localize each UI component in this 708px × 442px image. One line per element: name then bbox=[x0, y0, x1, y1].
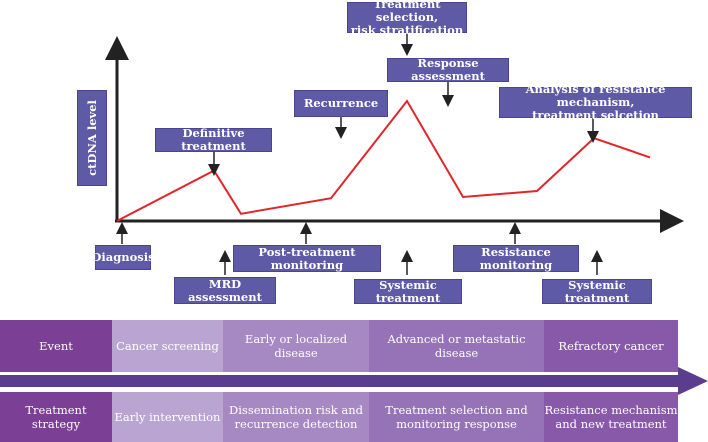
event-cell: Refractory cancer bbox=[544, 320, 678, 372]
strategy-cell: Resistance mechanism and new treatment bbox=[544, 392, 678, 442]
strategy-cell: Early intervention bbox=[112, 392, 223, 442]
label-post-treatment-monitoring: Post-treatment monitoring bbox=[233, 245, 381, 272]
label-definitive-treatment: Definitive treatment bbox=[155, 127, 272, 153]
label-response-assessment: Response assessment bbox=[387, 57, 509, 83]
label-resistance-monitoring: Resistance monitoring bbox=[453, 245, 579, 272]
label-mrd-assessment: MRD assessment bbox=[174, 277, 276, 304]
event-row-header: Event bbox=[0, 320, 112, 372]
label-treatment-selection: Treatment selection, risk stratification bbox=[347, 0, 467, 37]
y-axis-label: ctDNA level bbox=[77, 90, 107, 186]
label-resistance-analysis: Analysis of resistance mechanism, treatm… bbox=[499, 83, 692, 122]
strategy-cell: Dissemination risk and recurrence detect… bbox=[223, 392, 369, 442]
event-cell: Advanced or metastatic disease bbox=[369, 320, 544, 372]
strategy-cell: Treatment selection and monitoring respo… bbox=[369, 392, 544, 442]
label-recurrence: Recurrence bbox=[294, 90, 388, 117]
strategy-row-header: Treatment strategy bbox=[0, 392, 112, 442]
label-systemic-treatment-1: Systemic treatment bbox=[354, 278, 462, 304]
timeline-arrow bbox=[0, 367, 708, 395]
event-cell: Early or localized disease bbox=[223, 320, 369, 372]
label-diagnosis: Diagnosis bbox=[91, 245, 155, 270]
ctdna-curve-line bbox=[116, 99, 651, 222]
event-cell: Cancer screening bbox=[112, 320, 223, 372]
label-systemic-treatment-2: Systemic treatment bbox=[542, 278, 652, 304]
